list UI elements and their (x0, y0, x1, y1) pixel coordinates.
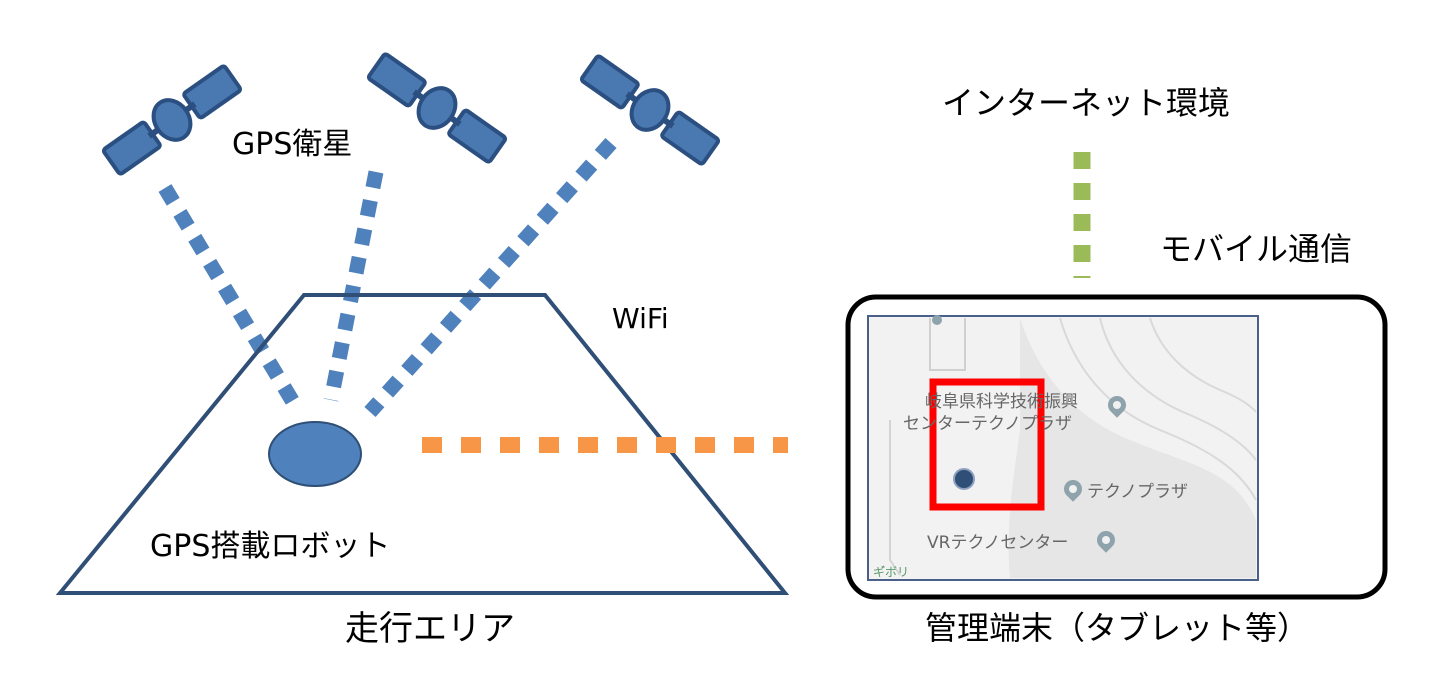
map-corner-text: ギ゙ボリ (873, 565, 910, 579)
mobile-label: モバイル通信 (1160, 230, 1353, 268)
map-contour (1099, 317, 1257, 461)
map-road (929, 318, 966, 371)
terminal-label: 管理端末（タブレット等） (925, 609, 1310, 647)
robot-label: GPS搭載ロボット (150, 529, 391, 564)
map-place-name: センターテクノプラザ (903, 414, 1072, 434)
wifi-label: WiFi (612, 302, 669, 335)
travel-area-shape (55, 293, 790, 595)
satellite-icon (101, 64, 243, 176)
map-place-name: VRテクノセンター (927, 533, 1069, 553)
satellite-icon (366, 52, 508, 164)
map-road (889, 420, 901, 576)
satellite-icon (579, 54, 721, 166)
travel-area-label: 走行エリア (345, 609, 515, 649)
robot-position-marker (953, 468, 975, 490)
map-place-name: テクノプラザ (1087, 482, 1188, 502)
robot-shape (268, 421, 362, 487)
gps-link-right (364, 137, 617, 418)
map-pin-small (932, 315, 942, 325)
map-place-name: 岐阜県科学技術振興 (925, 392, 1078, 412)
gps-link-middle (323, 170, 384, 402)
satellites-label: GPS衛星 (232, 127, 353, 162)
map-screen (867, 315, 1259, 581)
map-contour (1059, 317, 1257, 501)
gps-link-left (158, 184, 300, 406)
map-terrain-shape (1008, 318, 1256, 578)
highlight-box (929, 378, 1045, 511)
internet-label: インターネット環境 (942, 84, 1231, 122)
map-contour (1149, 317, 1257, 413)
